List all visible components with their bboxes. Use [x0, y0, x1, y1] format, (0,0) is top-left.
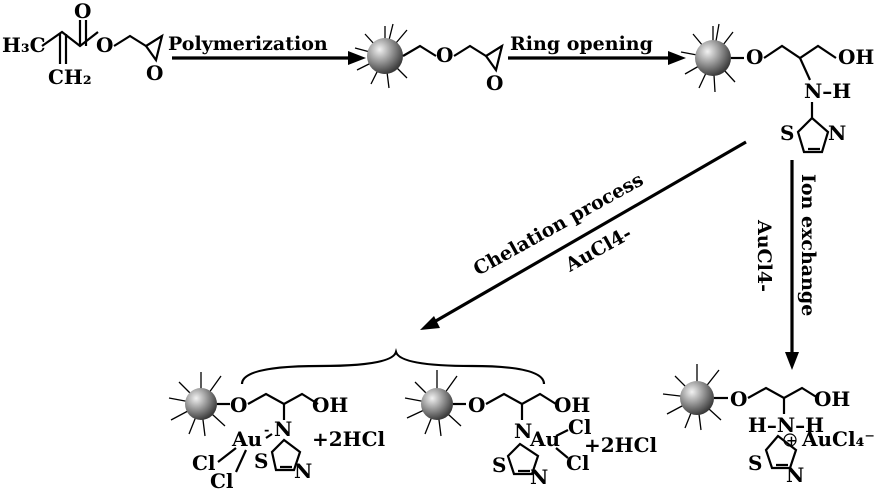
functionalized-o-label: O: [746, 45, 763, 69]
product2-s-label: S: [492, 453, 506, 477]
monomer-backbone: [41, 30, 99, 48]
ion-exchange-product: O OH H–N–H + AuCl₄⁻ S N: [662, 364, 875, 487]
product1-au-cl-bonds: [217, 447, 248, 473]
functionalized-thiazole-ring: [796, 116, 830, 154]
chelation-aucl4-label: AuCl4-: [561, 222, 636, 277]
gma-monomer: H₃C CH₂ O O O: [2, 0, 164, 89]
product1-n-label: N: [274, 417, 292, 441]
product1-hcl-label: +2HCl: [312, 427, 385, 451]
chelation-products-brace: [240, 348, 546, 385]
product2-oh-label: OH: [554, 393, 590, 417]
polygma-linker: [402, 44, 437, 57]
ring-opening-arrowhead: [668, 51, 686, 65]
epoxide-ring: [144, 33, 164, 63]
functionalized-cn-bond: [798, 57, 812, 81]
product1-au-n-bond: [265, 433, 273, 439]
ring-opening-label: Ring opening: [510, 33, 653, 55]
product2-cl-2-label: Cl: [566, 451, 590, 475]
product3-plus-sign: +: [786, 434, 797, 449]
product2-o-label: O: [468, 393, 485, 417]
ch2-label: CH₂: [48, 65, 92, 89]
chelation-product-1: O OH N Au - Cl Cl S N +2HCl: [168, 372, 385, 491]
product1-bead: [185, 388, 217, 420]
product3-chain: [747, 386, 819, 400]
chelation-arrow: [433, 140, 747, 324]
product1-o-label: O: [230, 393, 247, 417]
product1-ring-n-label: N: [294, 459, 312, 483]
product1-cl-1-label: Cl: [192, 451, 216, 475]
product2-cl-1-label: Cl: [568, 415, 592, 439]
polygma-epoxide-ring: [484, 43, 504, 73]
product3-thiazole-ring: [764, 434, 798, 470]
product3-o-label: O: [730, 387, 747, 411]
chelation-arrowhead: [420, 316, 440, 330]
functionalized-bead-group: O OH N–H S N: [680, 23, 874, 154]
epoxide-o-label: O: [146, 61, 163, 85]
product1-au-label: Au: [231, 427, 262, 451]
product2-hcl-label: +2HCl: [584, 433, 657, 457]
product1-s-label: S: [254, 449, 268, 473]
ion-exchange-aucl4-label: AuCl4-: [753, 219, 775, 292]
product3-s-label: S: [748, 451, 762, 475]
product1-cl-2-label: Cl: [210, 469, 234, 491]
product2-bead: [421, 388, 453, 420]
product2-chain: [485, 392, 557, 406]
polymerization-arrowhead: [348, 51, 366, 65]
chelation-product-2: O OH N Au Cl Cl S N +2HCl: [404, 370, 657, 489]
product2-thiazole-ring: [506, 442, 540, 476]
product3-oh-label: OH: [814, 387, 850, 411]
polygma-bead: [367, 38, 403, 74]
product1-chain: [247, 392, 319, 406]
product1-oh-label: OH: [312, 393, 348, 417]
h3c-label: H₃C: [2, 33, 46, 57]
ester-o-label: O: [96, 33, 113, 57]
polymerization-label: Polymerization: [168, 33, 328, 55]
product3-hnh-label: H–N–H: [748, 413, 824, 437]
polygma-epoxide-o-label: O: [486, 71, 503, 95]
product3-bead: [680, 381, 714, 415]
functionalized-bead: [695, 40, 731, 76]
polygma-o-label: O: [436, 43, 453, 67]
product1-au-charge: -: [264, 423, 269, 438]
functionalized-chain: [763, 44, 837, 60]
functionalized-nh-label: N–H: [804, 79, 851, 103]
ion-exchange-arrowhead: [785, 352, 799, 370]
functionalized-s-label: S: [780, 121, 794, 145]
product2-au-cl-bonds: [555, 429, 569, 459]
vinyl-double-bond: [58, 34, 68, 64]
product3-aucl4-label: AuCl₄⁻: [801, 427, 875, 451]
product1-thiazole-ring: [270, 438, 302, 472]
product2-au-label: Au: [529, 427, 560, 451]
functionalized-oh-label: OH: [838, 45, 874, 69]
functionalized-n-label: N: [828, 121, 846, 145]
polygma-bead-group: O O: [354, 23, 504, 95]
carbonyl-o-label: O: [74, 0, 91, 23]
product2-n-label: N: [514, 419, 532, 443]
ion-exchange-label: Ion exchange: [797, 174, 819, 316]
product3-ring-n-label: N: [786, 463, 804, 487]
carbonyl-double-bond: [78, 20, 88, 46]
product2-ring-n-label: N: [530, 465, 548, 489]
